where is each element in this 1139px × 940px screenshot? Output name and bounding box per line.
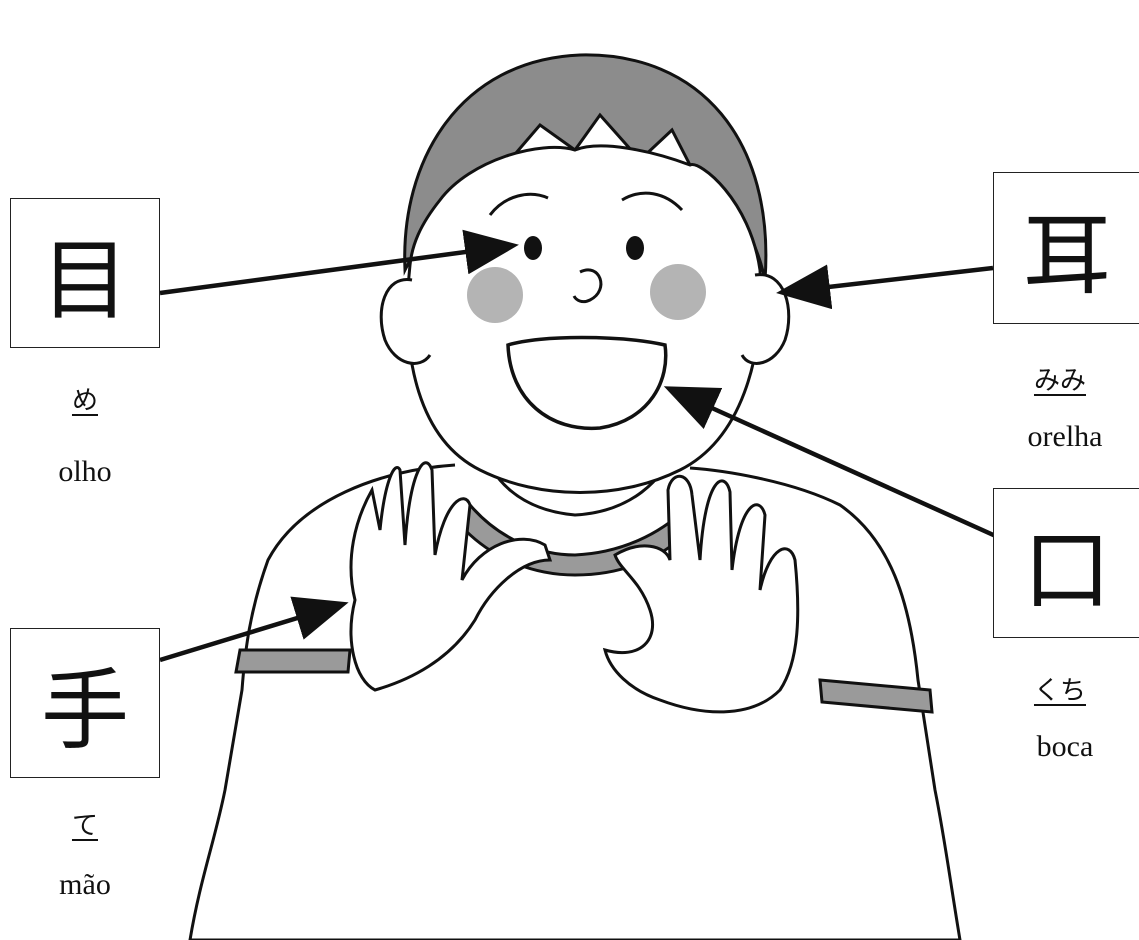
hand-gloss: mão: [20, 868, 150, 902]
ear-kanji: 耳: [1023, 185, 1111, 312]
eye-reading: め: [60, 380, 110, 417]
right-sleeve-band: [820, 680, 932, 712]
right-cheek: [650, 264, 706, 320]
hand-kanji-box: 手: [10, 628, 160, 778]
hand-reading: て: [60, 805, 110, 842]
right-eye: [626, 236, 644, 260]
eye-kanji-box: 目: [10, 198, 160, 348]
left-cheek: [467, 267, 523, 323]
eye-gloss: olho: [20, 455, 150, 489]
mouth-kanji-box: 口: [993, 488, 1139, 638]
ear-arrow: [785, 268, 993, 292]
mouth-gloss: boca: [995, 730, 1135, 764]
ear-gloss: orelha: [995, 420, 1135, 454]
eye-kanji: 目: [41, 210, 129, 337]
ear-reading: みみ: [1015, 360, 1105, 397]
hand-kanji: 手: [41, 640, 129, 767]
right-hand: [605, 476, 798, 712]
mouth-kanji: 口: [1023, 500, 1111, 627]
left-sleeve-band: [236, 650, 350, 672]
face: [408, 146, 761, 493]
left-eye: [524, 236, 542, 260]
ear-kanji-box: 耳: [993, 172, 1139, 324]
mouth-reading: くち: [1015, 670, 1105, 707]
